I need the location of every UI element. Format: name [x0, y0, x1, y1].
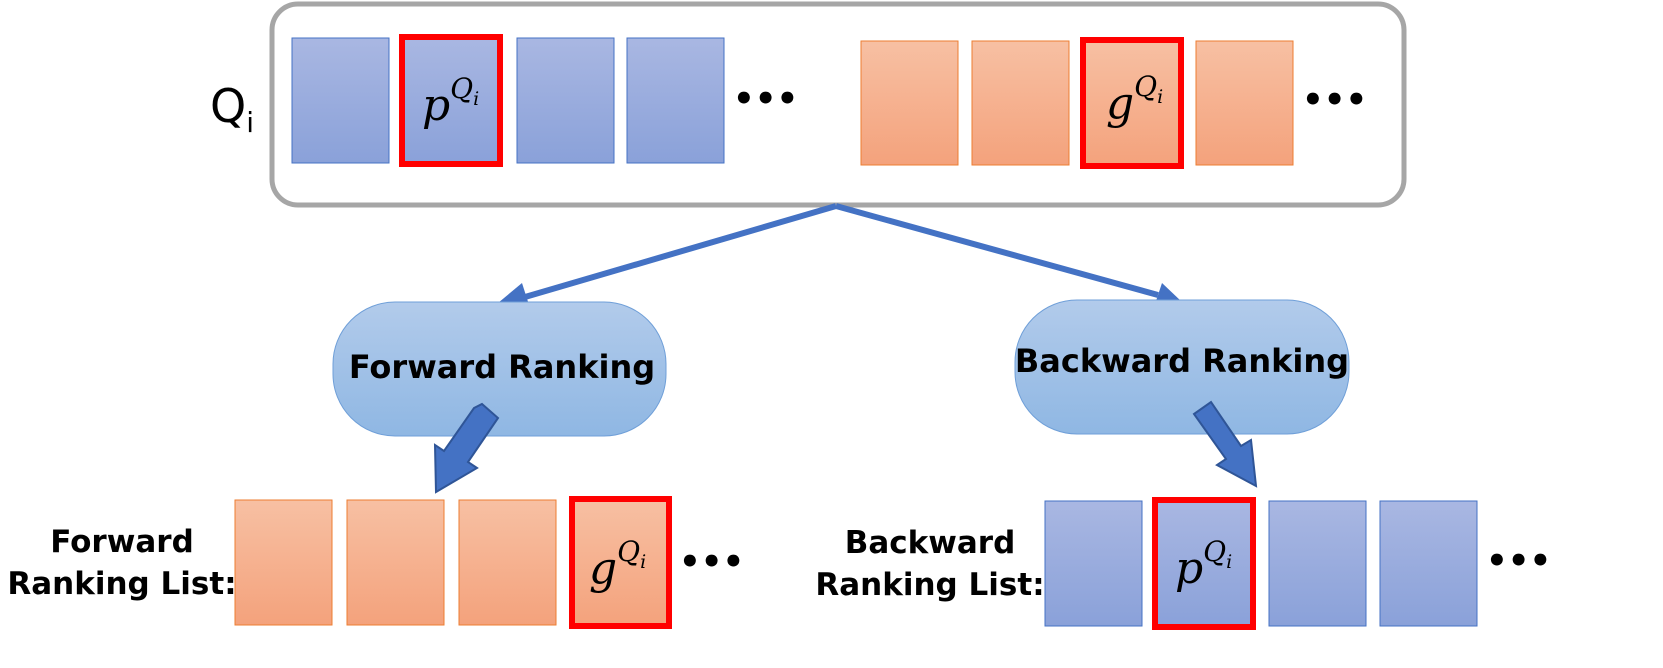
forward-list-item-2: [346, 499, 445, 626]
backward-list-label-line1: Backward: [845, 525, 1016, 561]
backward-list-highlight-item: [1152, 497, 1256, 630]
top-orange-item-1: [860, 40, 959, 166]
query-label-sub: i: [246, 106, 254, 139]
top-positive-label: pQi: [422, 72, 479, 131]
forward-ranking-box: [332, 301, 667, 437]
backward-list-item-1: [1044, 500, 1143, 627]
forward-list-highlight-label: gQi: [589, 535, 646, 594]
backward-list-item-3: [1268, 500, 1367, 627]
backward-output-arrow: [1192, 400, 1258, 488]
top-orange-item-4: [1195, 40, 1294, 166]
top-orange-ellipsis: •••: [1302, 80, 1367, 120]
top-orange-item-2: [971, 40, 1070, 166]
top-blue-item-1: [291, 37, 390, 164]
query-label-main: Q: [210, 79, 246, 133]
backward-ranking-label: Backward Ranking: [1015, 342, 1349, 380]
forward-list-label-line2: Ranking List:: [7, 566, 236, 602]
forward-list-item-3: [458, 499, 557, 626]
forward-list-label-line1: Forward: [50, 524, 194, 560]
arrow-to-forward: [524, 203, 837, 300]
backward-list-ellipsis: •••: [1486, 541, 1551, 581]
top-gallery-label: gQi: [1106, 70, 1163, 129]
forward-ranking-label: Forward Ranking: [349, 348, 655, 386]
top-blue-item-4: [626, 37, 725, 164]
top-gallery-item: [1080, 37, 1184, 169]
top-blue-item-3: [516, 37, 615, 164]
top-blue-ellipsis: •••: [733, 79, 798, 119]
forward-list-item-1: [234, 499, 333, 626]
backward-list-label-line2: Ranking List:: [815, 567, 1044, 603]
backward-list-highlight-label: pQi: [1175, 535, 1232, 594]
arrow-to-backward: [835, 203, 1159, 298]
query-label: Qi: [210, 79, 254, 139]
backward-list-item-4: [1379, 500, 1478, 627]
backward-ranking-box: [1014, 299, 1350, 435]
top-positive-item: [399, 34, 503, 167]
forward-list-ellipsis: •••: [679, 542, 744, 582]
forward-list-highlight-item: [569, 496, 672, 629]
forward-output-arrow: [433, 402, 500, 494]
